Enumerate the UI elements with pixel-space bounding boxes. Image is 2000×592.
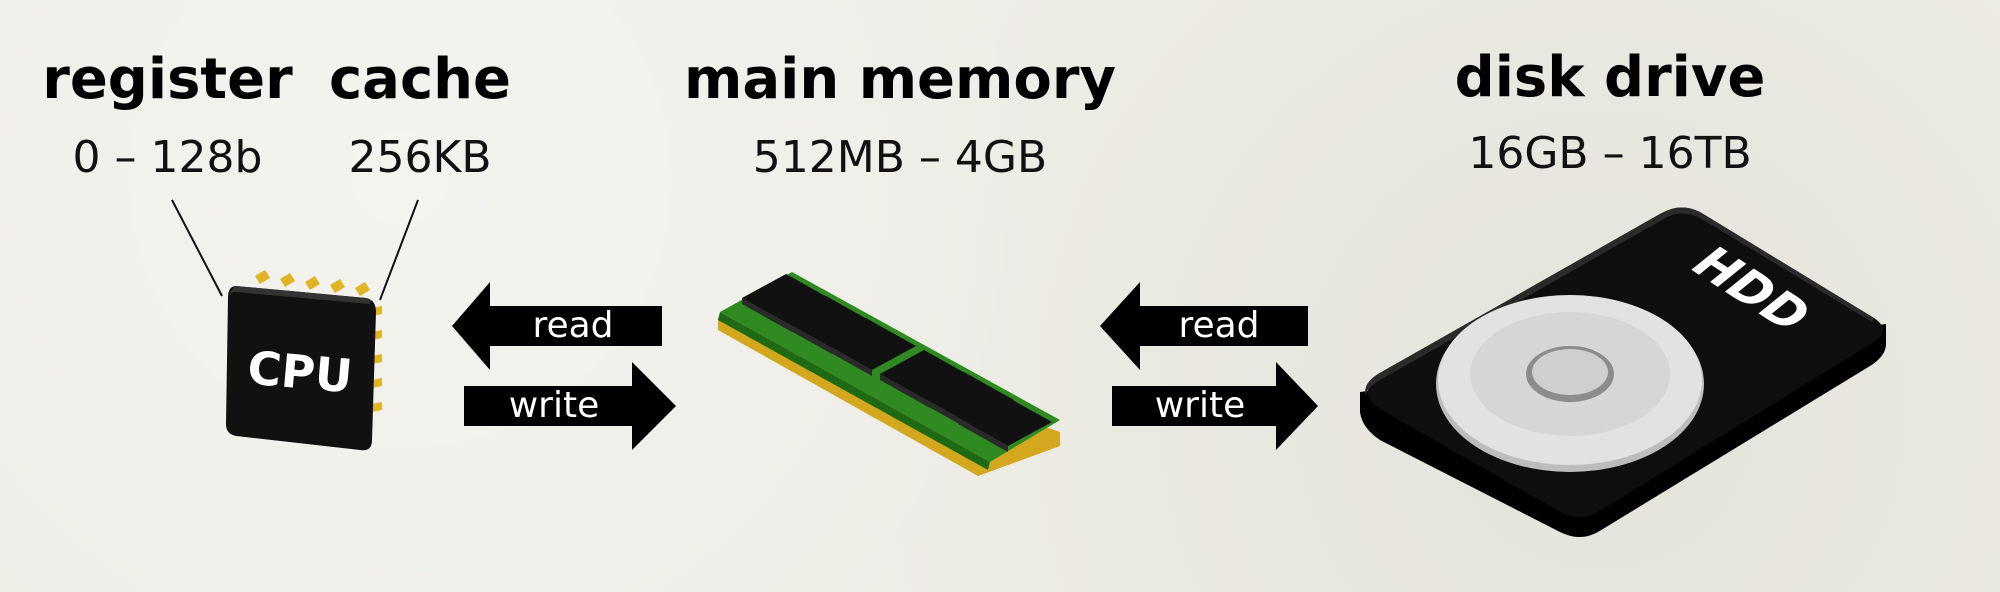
register-heading: register — [42, 47, 293, 112]
read-arrow-memory-disk — [1100, 282, 1308, 370]
cache-size: 256KB — [348, 132, 492, 183]
ram-module-icon — [718, 272, 1060, 476]
cpu-chip-label: CPU — [245, 341, 354, 404]
main-memory-heading: main memory — [684, 47, 1116, 112]
write-arrow-memory-disk — [1112, 362, 1318, 450]
cache-leader-line — [379, 199, 419, 301]
hard-disk-icon: HDD — [1360, 207, 1886, 537]
read-label-memory-disk: read — [1178, 305, 1260, 346]
disk-drive-heading: disk drive — [1454, 45, 1766, 110]
main-memory-size: 512MB – 4GB — [752, 132, 1048, 183]
write-label-cpu-memory: write — [508, 385, 600, 426]
read-label-cpu-memory: read — [532, 305, 614, 346]
disk-drive-size: 16GB – 16TB — [1468, 128, 1752, 179]
write-arrow-cpu-memory — [464, 362, 676, 450]
register-size: 0 – 128b — [72, 132, 263, 183]
read-arrow-cpu-memory — [452, 282, 662, 370]
cache-heading: cache — [328, 47, 512, 112]
cpu-chip-icon: CPU — [226, 270, 382, 451]
register-leader-line — [171, 199, 223, 297]
write-label-memory-disk: write — [1154, 385, 1246, 426]
